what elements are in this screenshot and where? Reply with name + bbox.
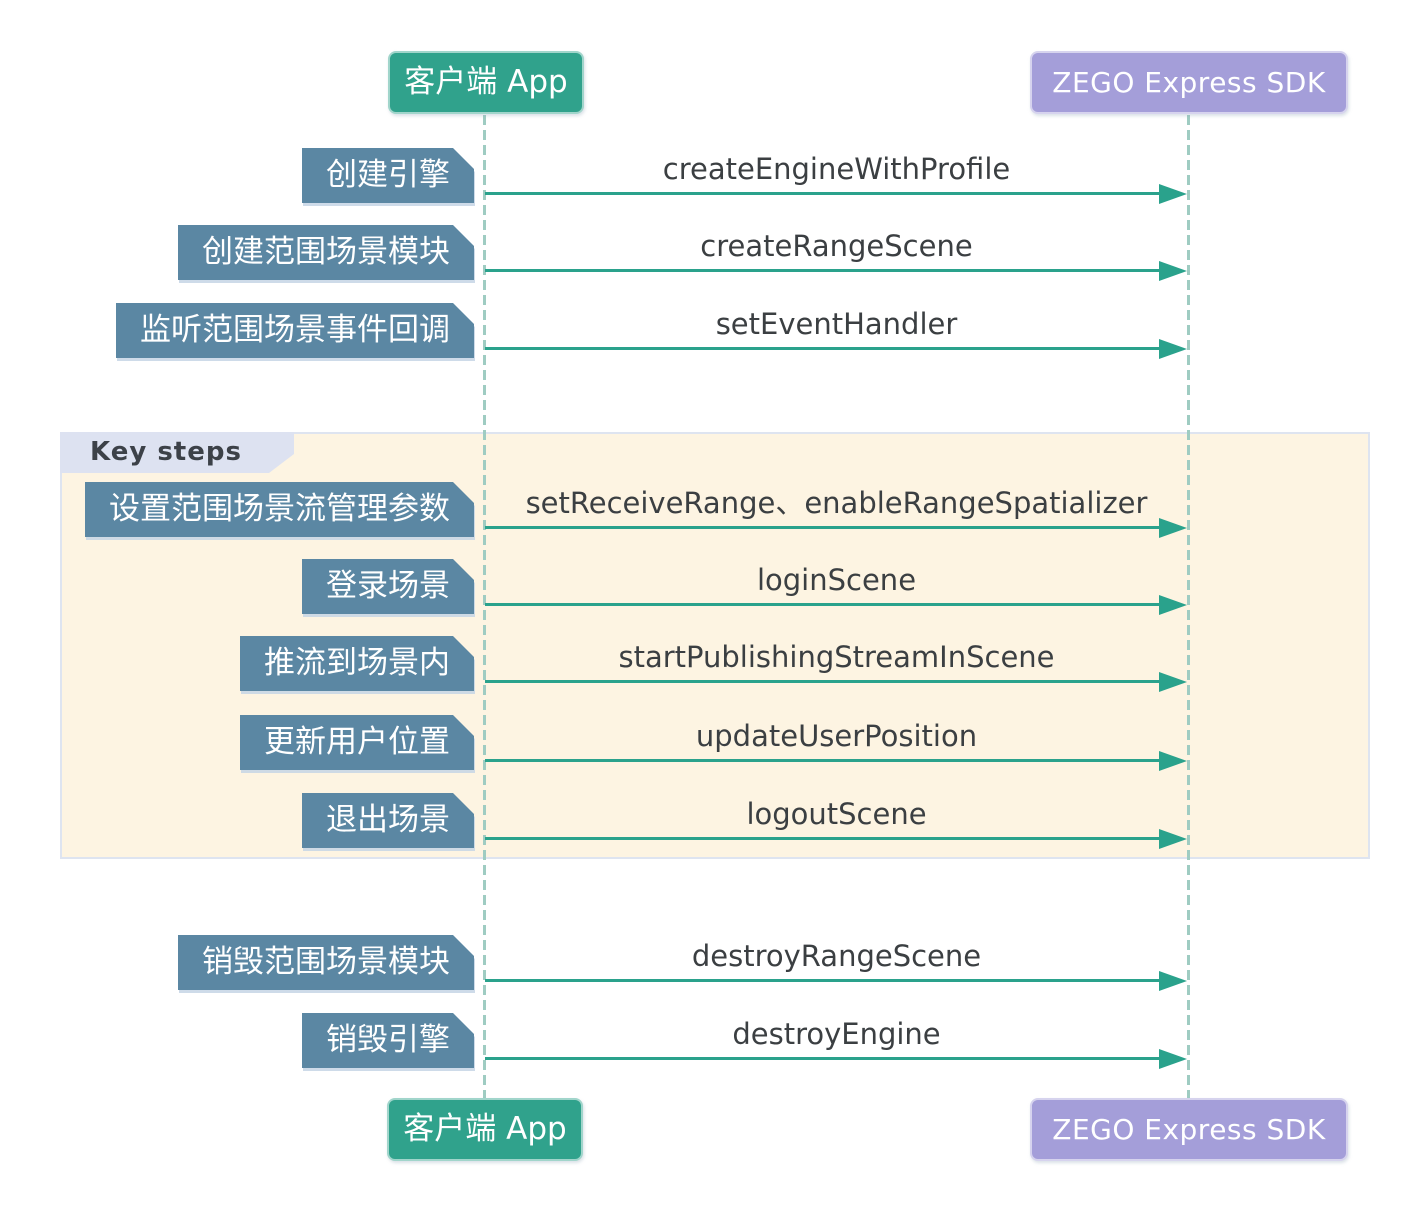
method-label: setEventHandler [715,307,958,341]
method-label: createEngineWithProfile [662,152,1011,186]
step-label: 退出场景 [302,793,474,848]
key-steps-tag: Key steps [60,432,294,473]
arrowhead-icon [1159,1049,1187,1069]
message-arrow-line [485,837,1162,840]
method-label: destroyRangeScene [691,939,982,973]
method-label: destroyEngine [732,1017,941,1051]
step-label: 创建范围场景模块 [178,225,474,280]
method-label: loginScene [756,563,917,597]
arrowhead-icon [1159,751,1187,771]
arrowhead-icon [1159,518,1187,538]
arrowhead-icon [1159,184,1187,204]
method-label: setReceiveRange、enableRangeSpatializer [525,486,1148,520]
step-label: 登录场景 [302,559,474,614]
participant-client-bottom: 客户端 App [387,1098,583,1161]
arrowhead-icon [1159,595,1187,615]
client-lifeline [483,115,486,1099]
step-label: 销毁引擎 [302,1013,474,1068]
arrowhead-icon [1159,829,1187,849]
step-label: 更新用户位置 [240,715,474,770]
step-label: 销毁范围场景模块 [178,935,474,990]
arrowhead-icon [1159,971,1187,991]
message-arrow-line [485,979,1162,982]
method-label: createRangeScene [700,229,973,263]
arrowhead-icon [1159,261,1187,281]
message-arrow-line [485,192,1162,195]
method-label: logoutScene [746,797,927,831]
message-arrow-line [485,526,1162,529]
participant-sdk-top: ZEGO Express SDK [1030,51,1348,114]
method-label: startPublishingStreamInScene [618,640,1055,674]
message-arrow-line [485,680,1162,683]
message-arrow-line [485,759,1162,762]
participant-sdk-bottom: ZEGO Express SDK [1030,1098,1348,1161]
step-label: 推流到场景内 [240,636,474,691]
step-label: 创建引擎 [302,148,474,203]
method-label: updateUserPosition [695,719,978,753]
message-arrow-line [485,603,1162,606]
arrowhead-icon [1159,672,1187,692]
message-arrow-line [485,269,1162,272]
arrowhead-icon [1159,339,1187,359]
message-arrow-line [485,1057,1162,1060]
sdk-lifeline [1187,115,1190,1099]
step-label: 监听范围场景事件回调 [116,303,474,358]
participant-client-top: 客户端 App [388,51,584,114]
step-label: 设置范围场景流管理参数 [85,482,474,537]
message-arrow-line [485,347,1162,350]
